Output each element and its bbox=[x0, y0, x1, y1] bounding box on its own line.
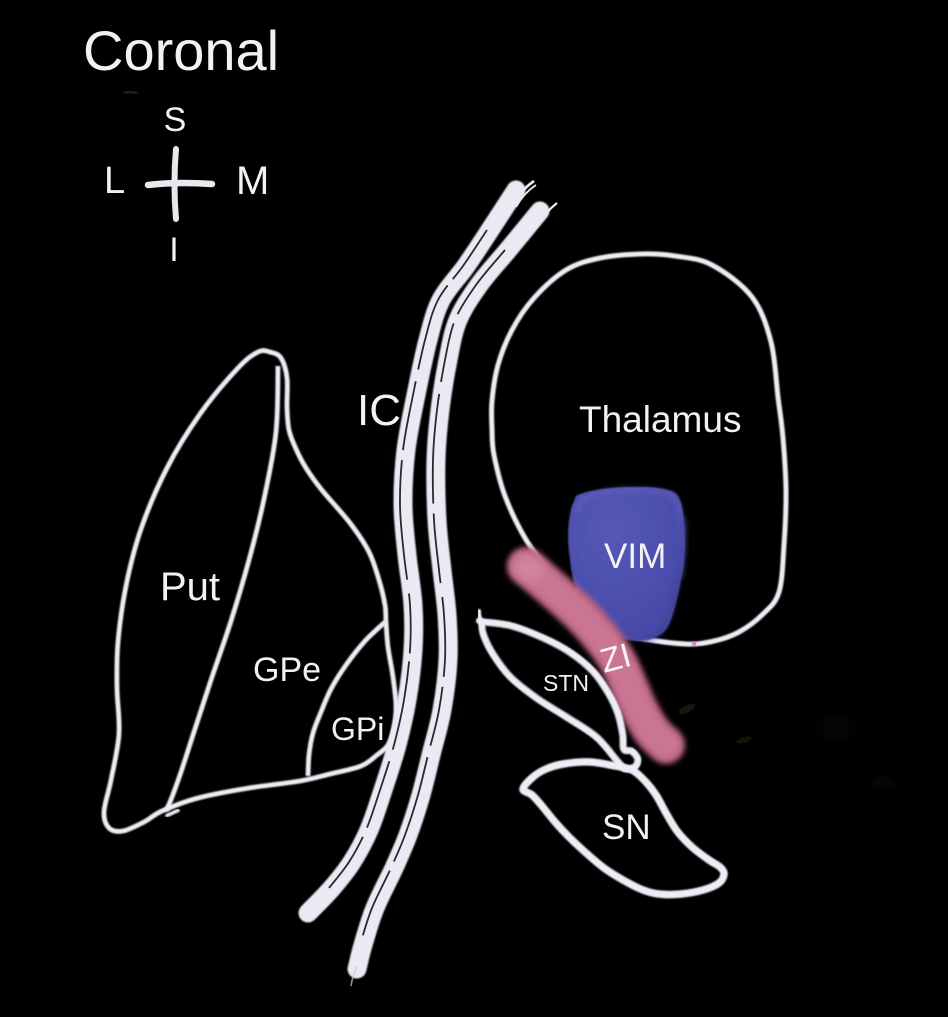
svg-text:Coronal: Coronal bbox=[83, 19, 279, 82]
svg-text:Thalamus: Thalamus bbox=[579, 399, 741, 440]
svg-text:ZI: ZI bbox=[596, 636, 635, 681]
svg-text:M: M bbox=[236, 159, 269, 203]
svg-text:SN: SN bbox=[602, 808, 651, 847]
svg-text:GPi: GPi bbox=[331, 711, 384, 747]
svg-text:VIM: VIM bbox=[604, 537, 666, 576]
svg-text:L: L bbox=[104, 160, 125, 202]
svg-text:I: I bbox=[169, 231, 178, 269]
svg-text:GPe: GPe bbox=[253, 651, 321, 689]
svg-text:S: S bbox=[164, 101, 187, 139]
svg-text:Put: Put bbox=[160, 565, 220, 609]
svg-text:STN: STN bbox=[543, 670, 589, 696]
svg-text:IC: IC bbox=[357, 386, 401, 435]
